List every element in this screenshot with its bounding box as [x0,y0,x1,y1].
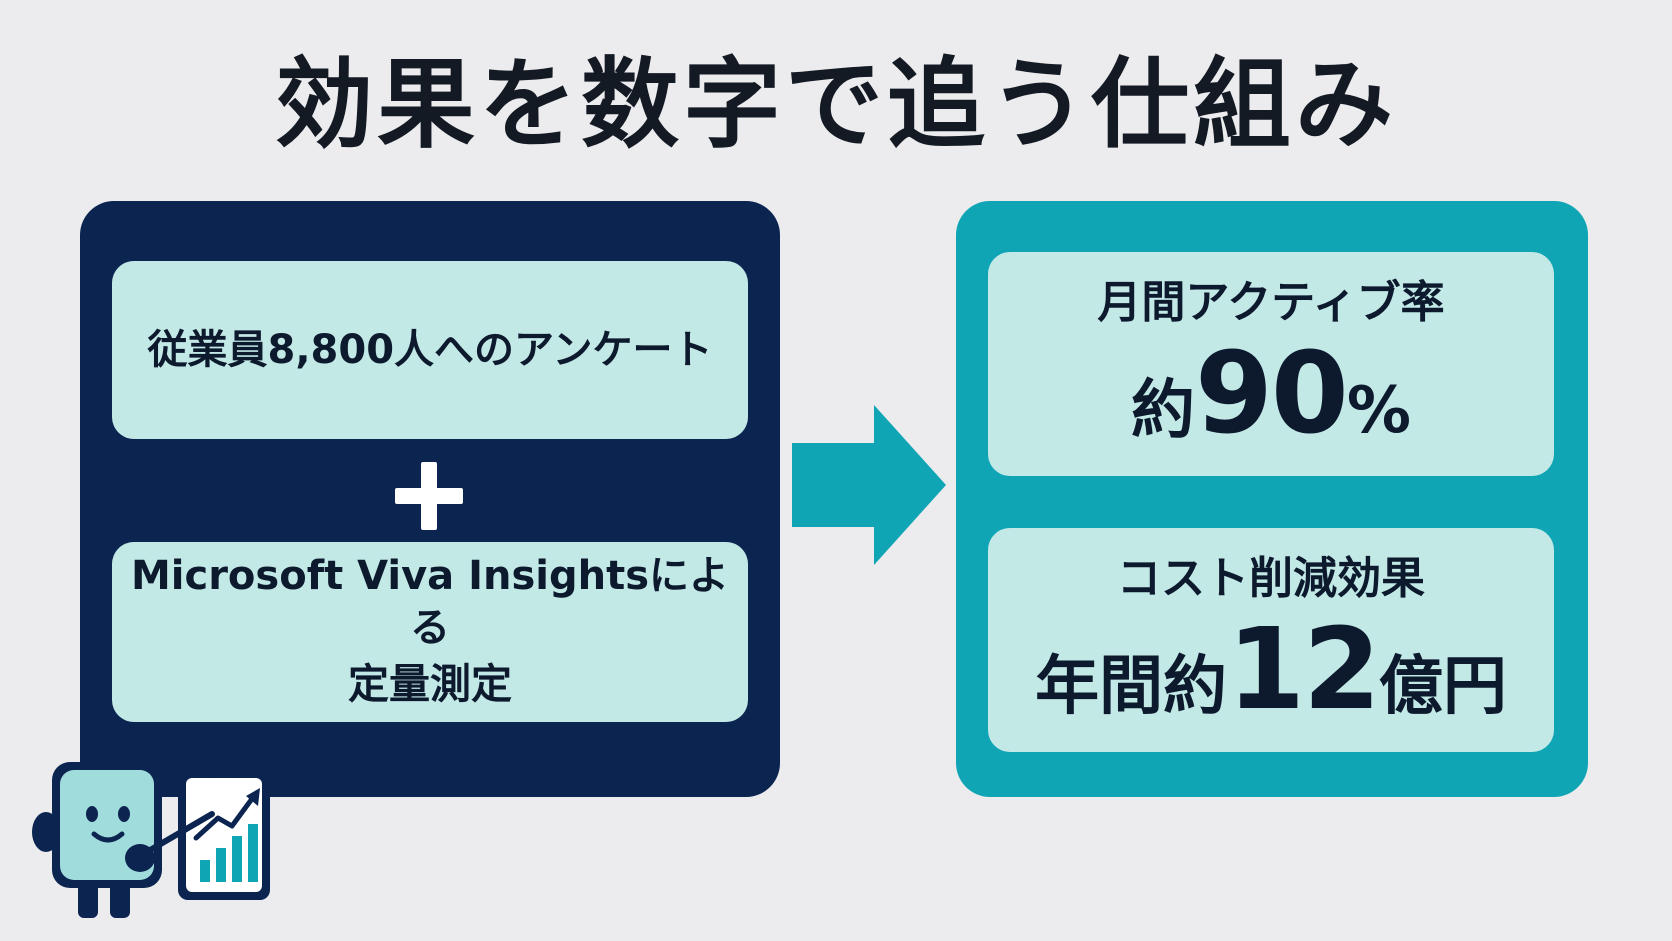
viva-insights-card: Microsoft Viva Insightsによる 定量測定 [112,542,748,722]
cost-reduction-prefix: 年間約 [1035,650,1228,724]
active-rate-label: 月間アクティブ率 [1097,277,1445,328]
cost-reduction-card: コスト削減効果 年間約 12 億円 [988,528,1554,752]
active-rate-prefix: 約 [1131,374,1195,448]
viva-text-line1: Microsoft Viva Insightsによる [130,553,730,651]
active-rate-number: 90 [1195,329,1349,459]
cost-reduction-number: 12 [1227,605,1381,735]
cost-reduction-label: コスト削減効果 [1117,553,1425,604]
active-rate-card: 月間アクティブ率 約 90 % [988,252,1554,476]
active-rate-unit: % [1346,374,1411,448]
cost-reduction-unit: 億円 [1378,650,1507,724]
survey-card: 従業員8,800人へのアンケート [112,261,748,439]
cost-reduction-value: 年間約 12 億円 [1035,611,1507,729]
survey-text: 従業員8,800人へのアンケート [147,327,713,373]
right-arrow-icon [792,405,946,565]
viva-text-line2: 定量測定 [348,660,512,708]
mascot-with-chart-icon [32,762,270,918]
page-title: 効果を数字で追う仕組み [274,48,1397,162]
plus-icon [395,462,463,530]
active-rate-value: 約 90 % [1131,335,1411,453]
